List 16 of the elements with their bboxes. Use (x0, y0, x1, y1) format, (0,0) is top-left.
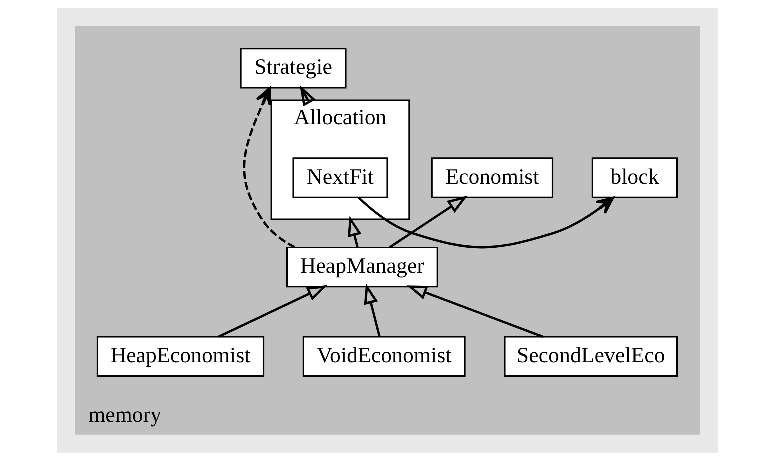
node-box: NextFit (292, 158, 388, 198)
node-box: SecondLevelEco (504, 336, 678, 377)
node-box: HeapManager (286, 246, 438, 288)
arrow (347, 216, 362, 248)
node-box: Strategie (240, 48, 346, 89)
node-box: VoidEconomist (302, 336, 466, 377)
arrow (364, 284, 380, 338)
node-box: HeapEconomist (96, 336, 264, 377)
arrow (406, 286, 544, 338)
arrow (242, 87, 296, 249)
arrow (299, 85, 316, 107)
node-box: block (591, 158, 678, 198)
arrow (218, 285, 328, 338)
arrow (388, 196, 468, 248)
arrow (357, 196, 614, 249)
node-box: Economist (430, 158, 554, 198)
